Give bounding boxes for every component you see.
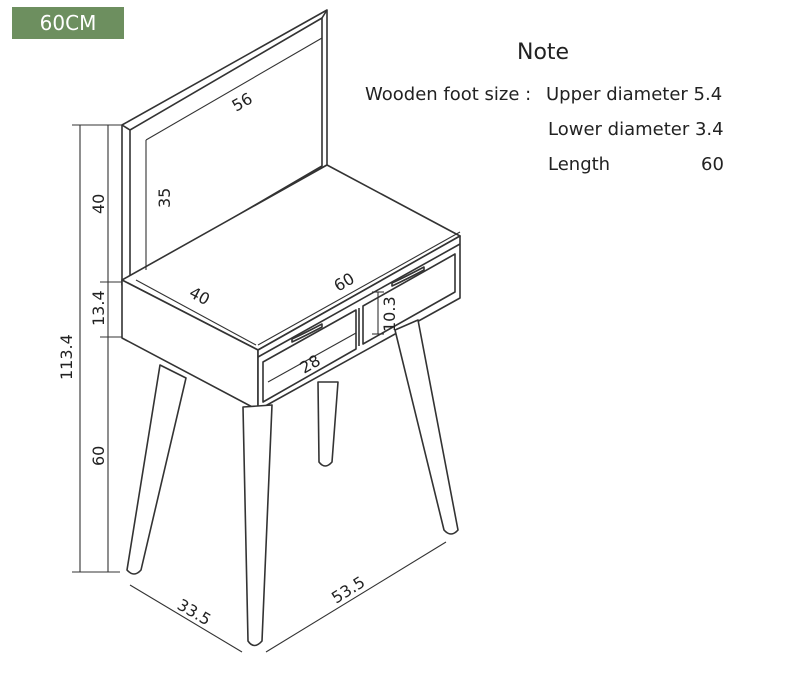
- dim-cabinet-height: 13.4: [89, 290, 108, 326]
- front-right-leg: [394, 319, 459, 535]
- drawer-right: [362, 253, 456, 345]
- dim-drawer-height: 10.3: [380, 296, 399, 332]
- front-left-leg: [126, 364, 187, 575]
- note-lower-diameter: Lower diameter 3.4: [548, 119, 724, 140]
- drawer-left: [262, 309, 357, 403]
- dim-base-depth: 33.5: [174, 595, 214, 629]
- dim-mirror-height: 35: [155, 188, 174, 208]
- back-right-leg: [317, 381, 339, 467]
- note-length-value: 60: [701, 154, 724, 175]
- dim-leg-height: 60: [89, 446, 108, 466]
- size-badge: 60CM: [12, 7, 124, 39]
- note-foot-size-label: Wooden foot size :: [365, 84, 532, 105]
- note-length-label: Length: [548, 154, 611, 175]
- drawer-right-handle: [391, 266, 425, 287]
- note-upper-diameter: Upper diameter 5.4: [546, 84, 723, 105]
- front-middle-leg: [242, 404, 273, 647]
- dim-upper-height: 40: [89, 194, 108, 214]
- drawer-left-handle: [291, 323, 323, 343]
- dim-total-height: 113.4: [57, 334, 76, 380]
- note-title: Note: [517, 40, 570, 65]
